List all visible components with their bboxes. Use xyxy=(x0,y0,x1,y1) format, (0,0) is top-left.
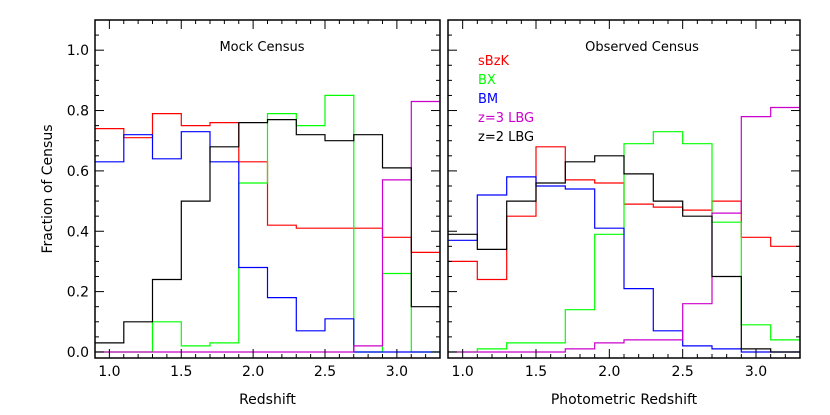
observed-series-z-2-lbg xyxy=(448,155,800,353)
y-tick-label: 0.2 xyxy=(67,285,89,301)
mock-x-tick-label: 1.5 xyxy=(170,364,192,380)
observed-x-tick-label: 1.0 xyxy=(452,364,474,380)
mock-census-series xyxy=(95,94,440,353)
observed-x-tick-label: 1.5 xyxy=(525,364,547,380)
mock-census-ticks: 1.0 1.5 2.0 2.5 3.0 0.0 0.2 0.4 0.6 0.8 1.0 xyxy=(67,20,441,380)
y-tick-label: 0.8 xyxy=(67,104,89,120)
observed-census-series xyxy=(448,106,800,353)
observed-series-bm xyxy=(448,176,800,353)
legend: sBzK BX BM z=3 LBG z=2 LBG xyxy=(478,54,534,145)
observed-x-tick-label: 2.5 xyxy=(672,364,694,380)
y-tick-label: 0.4 xyxy=(67,224,89,240)
observed-x-tick-label: 2.0 xyxy=(598,364,620,380)
legend-item-bx: BX xyxy=(478,73,496,88)
mock-x-tick-label: 1.0 xyxy=(98,364,120,380)
y-tick-label: 0.6 xyxy=(67,164,89,180)
mock-x-tick-label: 2.0 xyxy=(242,364,264,380)
legend-item-sbzk: sBzK xyxy=(478,54,510,69)
observed-census-ticks: 1.0 1.5 2.0 2.5 3.0 xyxy=(448,20,801,380)
mock-x-tick-label: 3.0 xyxy=(386,364,408,380)
mock-census-panel: 1.0 1.5 2.0 2.5 3.0 0.0 0.2 0.4 0.6 0.8 1.0 Mock C… xyxy=(40,19,441,408)
y-tick-label: 1.0 xyxy=(67,43,89,59)
mock-census-xlabel: Redshift xyxy=(239,392,296,408)
observed-census-title: Observed Census xyxy=(585,40,699,55)
y-axis-label: Fraction of Census xyxy=(40,124,56,253)
observed-census-panel: 1.0 1.5 2.0 2.5 3.0 Observed Census Photomet… xyxy=(447,19,801,408)
observed-series-bx xyxy=(448,131,800,353)
y-tick-label: 0.0 xyxy=(67,345,89,361)
legend-item-bm: BM xyxy=(478,92,498,107)
mock-series-z-3-lbg xyxy=(95,100,440,353)
mock-census-title: Mock Census xyxy=(219,40,304,55)
observed-census-xlabel: Photometric Redshift xyxy=(551,392,698,408)
observed-x-tick-label: 3.0 xyxy=(745,364,767,380)
mock-series-bm xyxy=(95,131,440,353)
observed-series-z-3-lbg xyxy=(448,106,800,353)
legend-item-z2-lbg: z=2 LBG xyxy=(478,130,534,145)
mock-series-z-2-lbg xyxy=(95,119,440,344)
legend-item-z3-lbg: z=3 LBG xyxy=(478,111,534,126)
mock-x-tick-label: 2.5 xyxy=(314,364,336,380)
